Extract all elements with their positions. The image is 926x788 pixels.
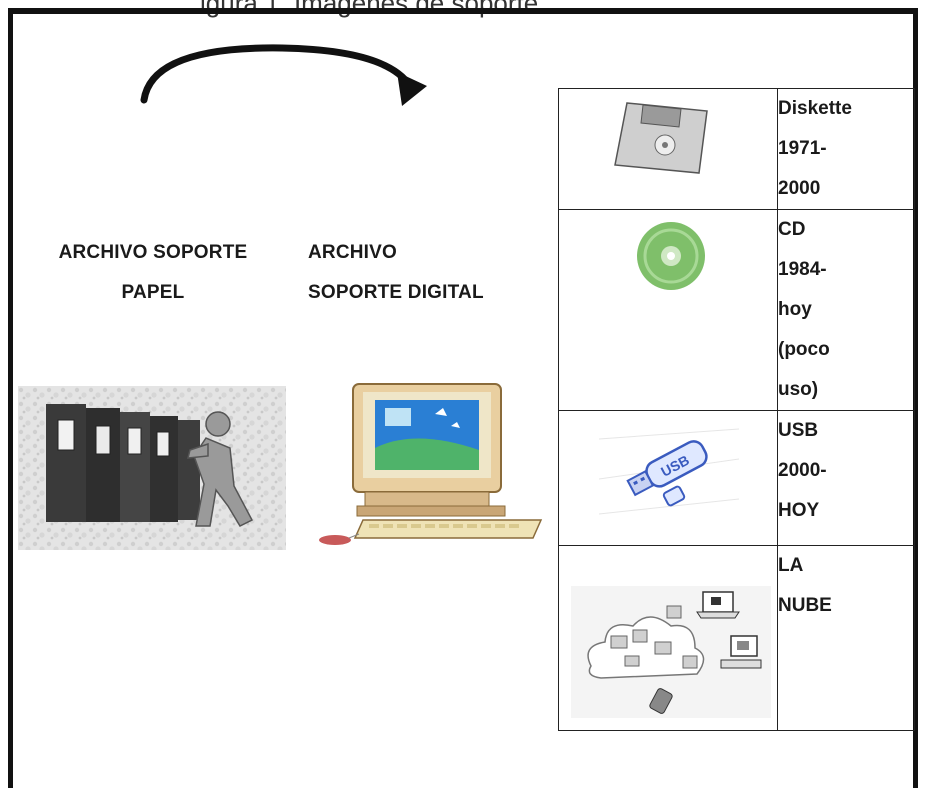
diskette-start-year: 1971- bbox=[778, 138, 827, 159]
cloud-cell bbox=[558, 545, 778, 731]
diskette-name: Diskette bbox=[778, 98, 852, 119]
diskette-text: Diskette 1971- 2000 bbox=[777, 88, 915, 210]
phone-icon bbox=[649, 688, 673, 714]
laptop-icon bbox=[696, 591, 740, 619]
binders-illustration bbox=[18, 386, 286, 550]
table-row: LA NUBE bbox=[558, 545, 915, 731]
diskette-icon bbox=[614, 102, 708, 174]
label-digital-line2: SOPORTE DIGITAL bbox=[308, 282, 484, 303]
usb-end-year: HOY bbox=[778, 500, 820, 521]
storage-media-table: Diskette 1971- 2000 CD 1984- hoy (poco u… bbox=[558, 88, 915, 731]
cd-note-line1: (poco bbox=[778, 339, 830, 360]
figure-frame bbox=[8, 8, 918, 788]
label-digital-archive: ARCHIVO SOPORTE DIGITAL bbox=[308, 233, 548, 313]
label-digital-line1: ARCHIVO bbox=[308, 242, 398, 263]
usb-text: USB 2000- HOY bbox=[777, 410, 915, 546]
label-paper-line2: PAPEL bbox=[121, 282, 185, 303]
cd-name: CD bbox=[778, 219, 806, 240]
usb-start-year: 2000- bbox=[778, 460, 827, 481]
cloud-icon bbox=[571, 586, 771, 718]
desktop-monitor-icon bbox=[720, 635, 762, 669]
cloud-text: LA NUBE bbox=[777, 545, 915, 731]
usb-cell: USB bbox=[558, 410, 778, 546]
cloud-name-line1: LA bbox=[778, 555, 804, 576]
table-row: Diskette 1971- 2000 bbox=[558, 88, 915, 210]
cd-cell bbox=[558, 209, 778, 411]
cd-start-year: 1984- bbox=[778, 259, 827, 280]
cd-text: CD 1984- hoy (poco uso) bbox=[777, 209, 915, 411]
curved-arrow-icon bbox=[140, 44, 427, 106]
pushing-figure-icon bbox=[187, 411, 254, 527]
usb-name: USB bbox=[778, 420, 819, 441]
binder-icon bbox=[46, 404, 200, 522]
cd-note-line2: uso) bbox=[778, 379, 819, 400]
label-paper-line1: ARCHIVO SOPORTE bbox=[58, 242, 248, 263]
diskette-cell bbox=[558, 88, 778, 210]
cd-icon bbox=[637, 222, 705, 290]
cloud-name-line2: NUBE bbox=[778, 595, 832, 616]
diskette-end-year: 2000 bbox=[778, 178, 821, 199]
label-paper-archive: ARCHIVO SOPORTE PAPEL bbox=[28, 233, 278, 313]
usb-icon: USB bbox=[599, 428, 739, 515]
computer-illustration bbox=[319, 383, 543, 545]
table-row: USB USB 2000- HOY bbox=[558, 410, 915, 546]
table-row: CD 1984- hoy (poco uso) bbox=[558, 209, 915, 411]
cd-end-year: hoy bbox=[778, 299, 812, 320]
